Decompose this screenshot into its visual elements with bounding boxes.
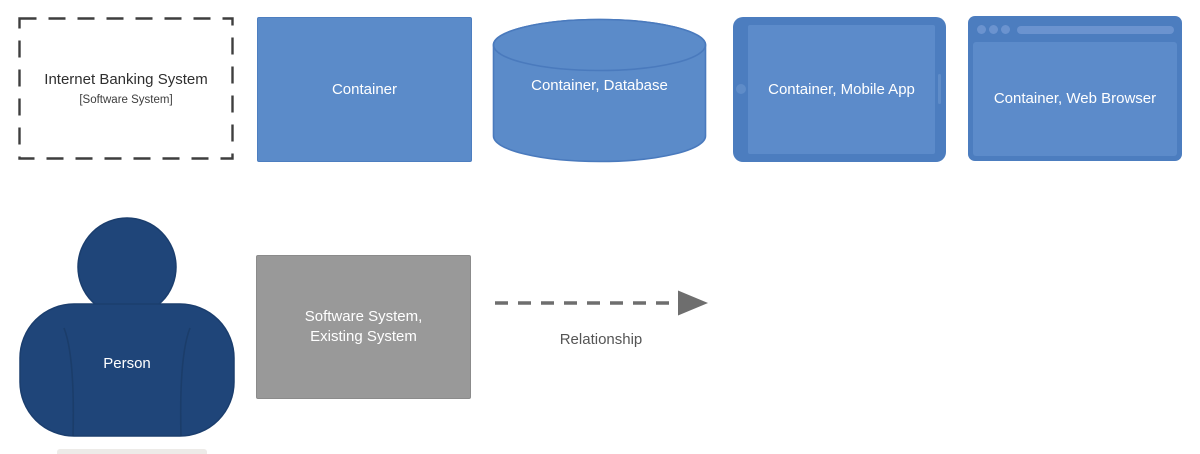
cutoff-element-edge	[57, 449, 207, 454]
web-browser-label: Container, Web Browser	[993, 90, 1157, 107]
browser-dot-icon	[1001, 25, 1010, 34]
mobile-app-element: Container, Mobile App	[733, 17, 946, 162]
database-element: Container, Database	[492, 18, 707, 163]
container-label: Container	[331, 80, 398, 98]
existing-system-label: Software System, Existing System	[304, 308, 423, 345]
boundary-title: Internet Banking System	[44, 70, 208, 88]
browser-dot-icon	[989, 25, 998, 34]
browser-content-area: Container, Web Browser	[973, 42, 1177, 156]
relationship-arrow	[488, 288, 718, 318]
person-label: Person	[103, 355, 151, 372]
mobile-home-button-icon	[736, 84, 746, 94]
person-icon	[19, 217, 235, 437]
mobile-speaker-icon	[938, 74, 941, 104]
mobile-screen: Container, Mobile App	[748, 25, 935, 154]
mobile-app-label: Container, Mobile App	[768, 80, 915, 98]
relationship-label: Relationship	[559, 331, 643, 348]
existing-system-element: Software System, Existing System	[256, 255, 471, 399]
software-system-boundary: Internet Banking System [Software System…	[18, 17, 234, 160]
browser-address-bar-icon	[1017, 26, 1174, 34]
container-element: Container	[257, 17, 472, 162]
database-cylinder-icon	[492, 18, 707, 163]
web-browser-element: Container, Web Browser	[968, 16, 1182, 161]
boundary-subtitle: [Software System]	[79, 93, 173, 106]
database-label: Container, Database	[531, 77, 668, 94]
dashed-arrow-icon	[495, 290, 708, 316]
browser-dot-icon	[977, 25, 986, 34]
person-element: Person	[18, 216, 236, 438]
